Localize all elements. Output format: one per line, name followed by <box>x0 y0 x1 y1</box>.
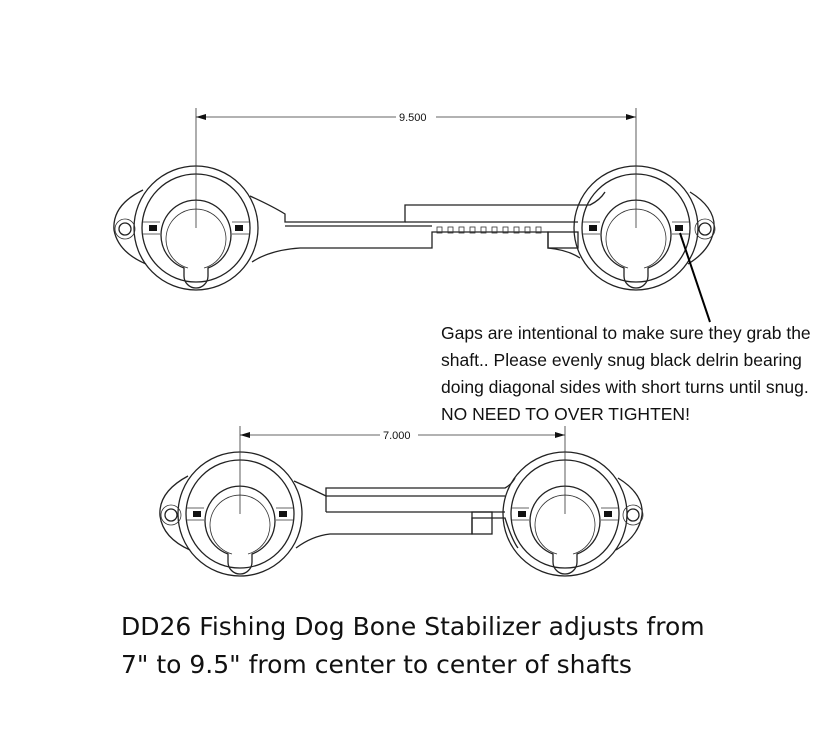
bottom-left-ear <box>159 475 191 551</box>
note-leader-line <box>679 232 711 323</box>
bottom-dimension-label: 7.000 <box>383 430 411 442</box>
bottom-stabilizer: 7.000 <box>159 426 644 577</box>
top-left-ear <box>113 189 147 265</box>
top-dimension: 9.500 <box>195 108 637 228</box>
top-ratchet-teeth <box>436 226 542 234</box>
top-right-pivot-hole <box>698 222 712 236</box>
bottom-left-pivot-hole <box>164 508 178 522</box>
caption-line: 7" to 9.5" from center to center of shaf… <box>121 650 632 679</box>
top-stabilizer: 9.500 <box>113 108 716 323</box>
note-line: NO NEED TO OVER TIGHTEN! <box>441 404 690 424</box>
assembly-note: Gaps are intentional to make sure they g… <box>441 320 821 428</box>
note-line: doing diagonal sides with short turns un… <box>441 377 809 397</box>
top-right-ear <box>687 191 715 265</box>
caption-line: DD26 Fishing Dog Bone Stabilizer adjusts… <box>121 612 705 641</box>
bottom-right-ear <box>615 477 643 551</box>
product-caption: DD26 Fishing Dog Bone Stabilizer adjusts… <box>121 608 811 684</box>
top-dimension-label: 9.500 <box>399 112 427 124</box>
note-line: shaft.. Please evenly snug black delrin … <box>441 350 802 370</box>
bottom-right-pivot-hole <box>626 508 640 522</box>
top-left-pivot-hole <box>118 222 132 236</box>
bottom-dimension: 7.000 <box>239 426 566 514</box>
note-line: Gaps are intentional to make sure they g… <box>441 323 811 343</box>
